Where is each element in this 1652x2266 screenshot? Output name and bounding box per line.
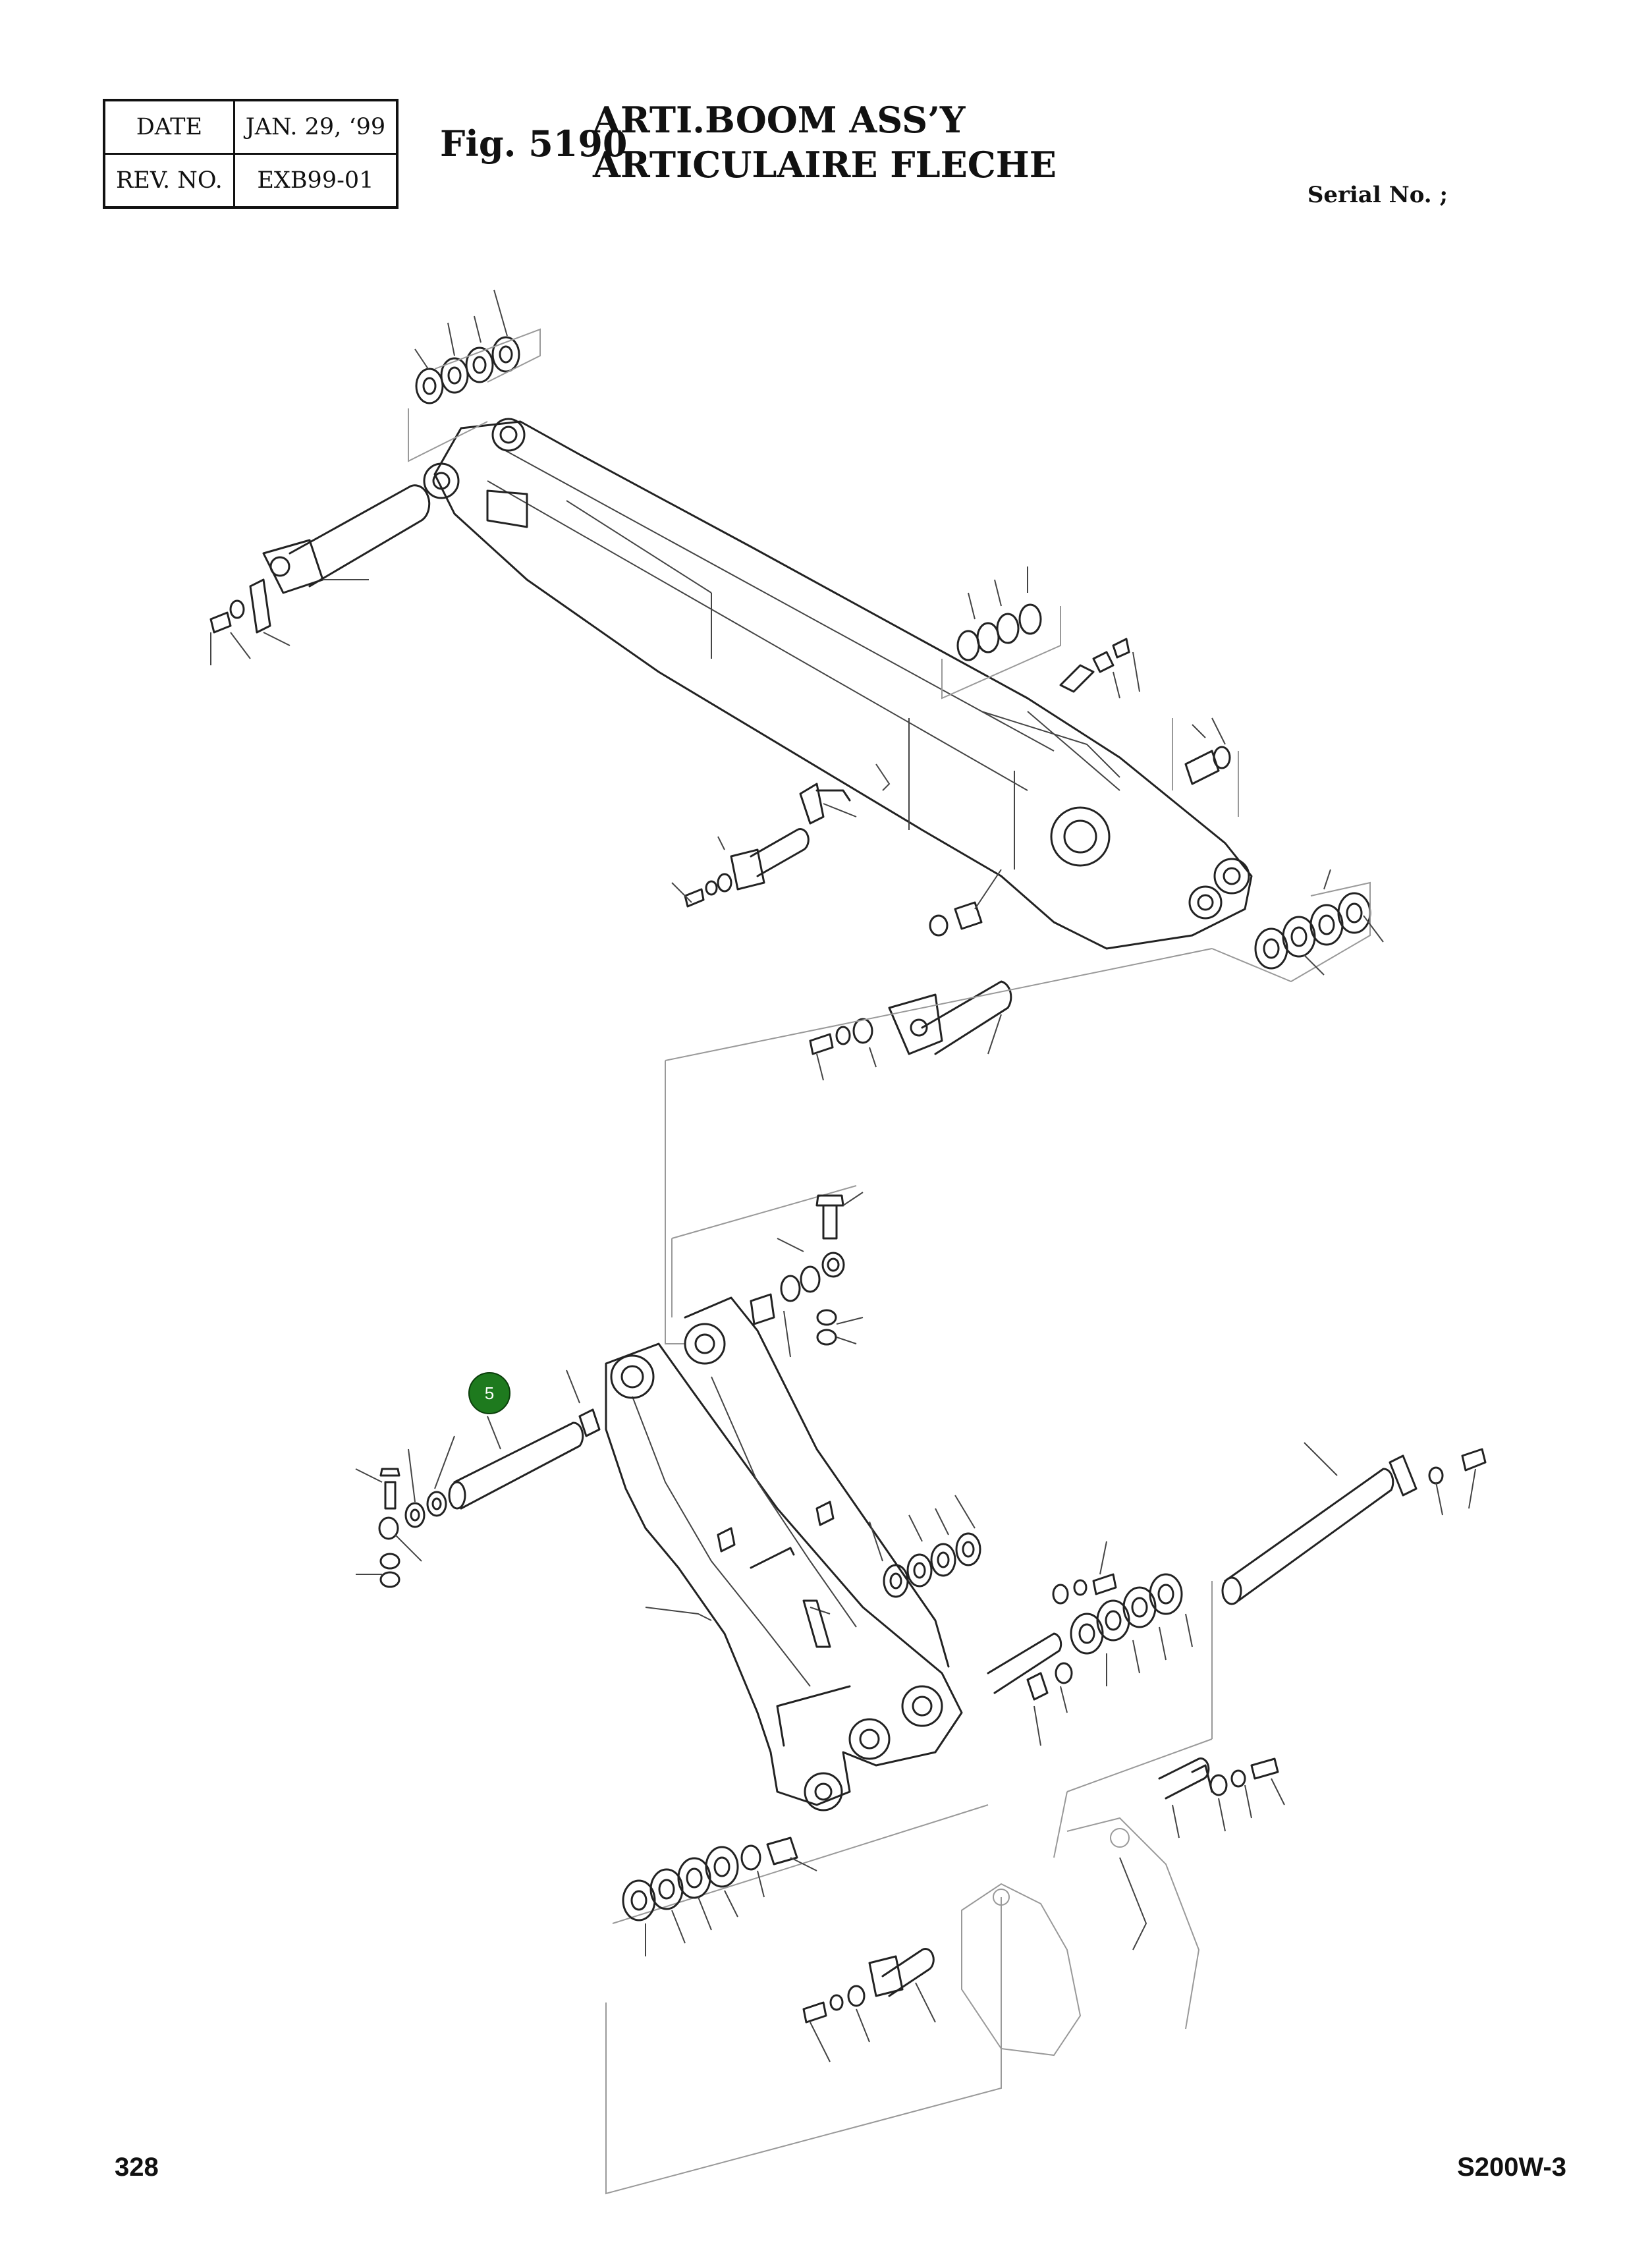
lower-boom [605, 1296, 963, 1811]
washer-stack-bottom-left [622, 1837, 817, 1956]
bottom-right-bolt [1158, 1757, 1285, 1838]
rev-label: REV. NO. [103, 153, 235, 209]
washer-stack-top-left [408, 289, 541, 462]
callout-5-circle[interactable] [468, 1372, 510, 1414]
top-bolt-stack [750, 1192, 864, 1358]
revision-table: DATE JAN. 29, ‘99 REV. NO. EXB99-01 [103, 99, 399, 209]
right-long-pin [1221, 1442, 1487, 1605]
rev-row: REV. NO. EXB99-01 [103, 153, 399, 209]
callout-5[interactable]: 5 [468, 1372, 510, 1414]
top-left-pin [209, 484, 431, 665]
bushing-right [1172, 717, 1239, 817]
page-number: 328 [115, 2153, 159, 2182]
callout-5-label: 5 [485, 1383, 494, 1403]
serial-number-label: Serial No. ; [1307, 182, 1448, 208]
upper-boom [423, 418, 1253, 950]
hinge-bracket [799, 783, 857, 825]
bottom-pin-assembly [802, 1948, 936, 2062]
bushing-mid [929, 869, 1002, 937]
model-number: S200W-3 [1457, 2153, 1566, 2182]
figure-title-french: ARTICULAIRE FLECHE [593, 144, 1057, 186]
figure-title-english: ARTI.BOOM ASS’Y [593, 99, 966, 141]
background-linkage [961, 1817, 1200, 2057]
figure-number: Fig. 5190 [440, 123, 628, 165]
mid-pin-assembly [809, 980, 1012, 1081]
date-row: DATE JAN. 29, ‘99 [103, 99, 399, 155]
washer-stack-mid-right [941, 566, 1140, 700]
date-value: JAN. 29, ‘99 [233, 99, 399, 155]
assembly-leader-lines [605, 948, 1213, 2195]
small-pin-left-mid [671, 828, 810, 908]
pin-part-5 [355, 1369, 601, 1588]
washer-stack-boom-end [1211, 869, 1384, 983]
washer-stack-lower-mid [869, 1495, 981, 1598]
right-bolt-stack [987, 1541, 1193, 1746]
date-label: DATE [103, 99, 235, 155]
rev-value: EXB99-01 [233, 153, 399, 209]
